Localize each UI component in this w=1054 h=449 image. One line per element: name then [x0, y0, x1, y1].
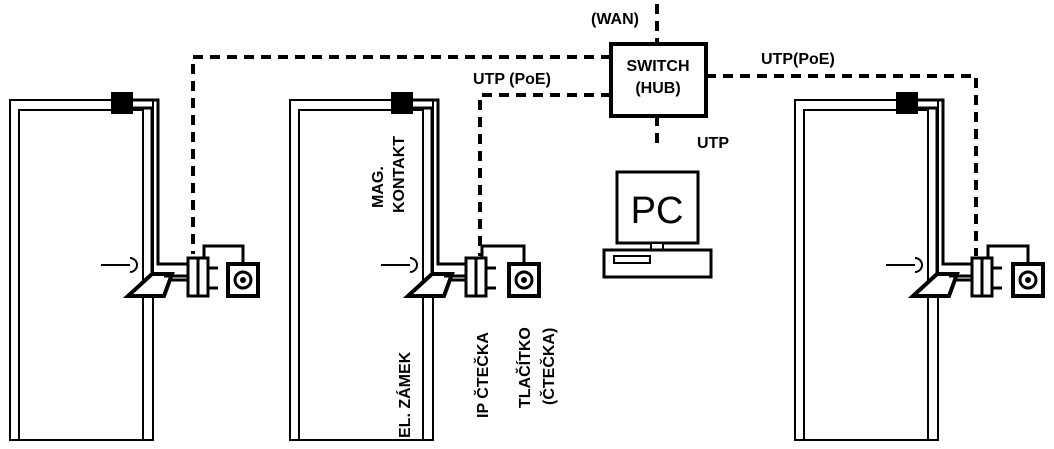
electric-lock-icon [402, 272, 455, 298]
exit-button-icon [1011, 262, 1045, 298]
exit-button-icon [507, 262, 541, 298]
door-1 [9, 92, 260, 441]
switch-label-line1: SWITCH [626, 58, 689, 75]
utp-cable-door3 [706, 74, 978, 256]
switch-label-line2: (HUB) [635, 80, 680, 97]
magnetic-contact-icon [111, 92, 133, 114]
door-handle-icon [381, 257, 418, 273]
magnetic-contact-icon [391, 92, 413, 114]
pc-label: PC [631, 190, 684, 232]
utp-cable-door1 [191, 55, 611, 254]
magnetic-contact-icon [896, 92, 918, 114]
door-handle-icon [101, 257, 138, 273]
tlacitko-label-line2: (ČTEČKA) [539, 328, 558, 405]
utp-poe-left-label: UTP (PoE) [473, 71, 551, 88]
door-3 [794, 92, 1045, 441]
utp-pc-label: UTP [697, 135, 729, 152]
electric-lock-icon [122, 272, 175, 298]
mag-kontakt-label-line2: KONTAKT [391, 136, 408, 213]
computer-icon: PC [602, 170, 713, 279]
network-cables [191, 4, 978, 256]
el-zamek-label: EL. ZÁMEK [395, 351, 414, 438]
door-handle-icon [886, 257, 923, 273]
tlacitko-label-line1: TLAČÍTKO [515, 327, 534, 408]
network-switch-icon: SWITCH (HUB) [609, 42, 708, 118]
electric-lock-icon [907, 272, 960, 298]
wan-label: (WAN) [591, 11, 639, 28]
utp-cable-door2 [478, 93, 611, 256]
door-2 [289, 92, 541, 441]
exit-button-icon [226, 262, 260, 298]
mag-kontakt-label-line1: MAG. [370, 166, 387, 208]
utp-poe-right-label: UTP(PoE) [761, 51, 835, 68]
ip-ctecka-label: IP ČTEČKA [473, 332, 492, 418]
